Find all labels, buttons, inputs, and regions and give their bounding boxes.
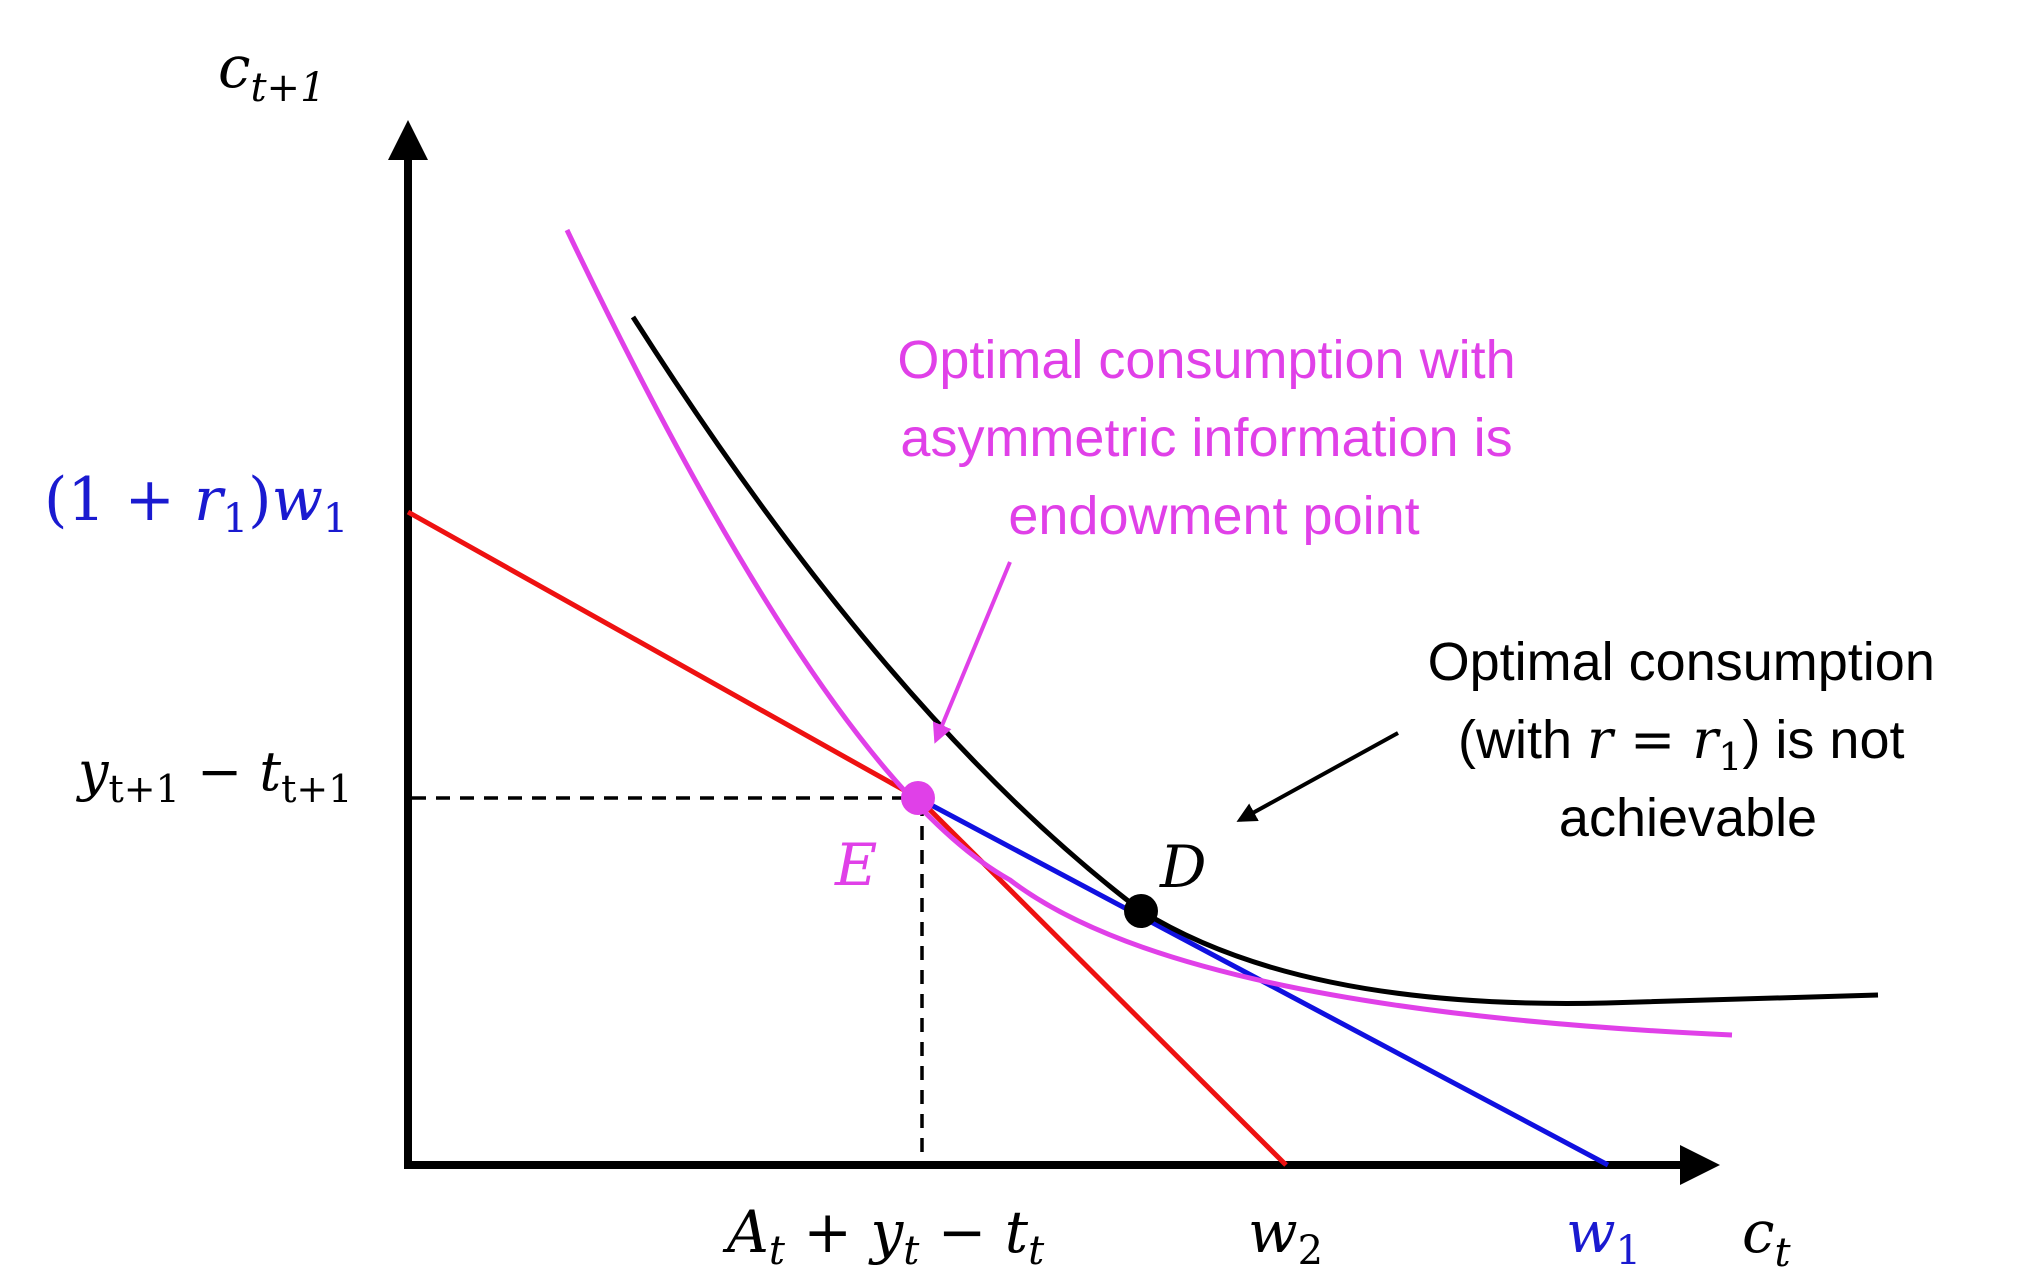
x-axis-label: ct [1742, 1198, 1791, 1276]
x-endowment-label: At + yt − tt [722, 1198, 1045, 1274]
asym-annotation: Optimal consumption with asymmetric info… [897, 330, 1530, 546]
optimal-point-D [1124, 894, 1158, 928]
point-D-label: D [1159, 833, 1207, 901]
point-E-label: E [834, 831, 877, 899]
not-achievable-annotation-arrow [1236, 731, 1399, 822]
x-w2-label: w2 [1248, 1198, 1323, 1274]
asymmetric-annotation-arrow [932, 561, 1012, 744]
y-endowment-label: yt+1 − tt+1 [76, 740, 352, 811]
magenta-indifference-curve [564, 228, 1733, 1038]
not-achievable-annotation: Optimal consumption (with r = r1) is not… [1428, 632, 1949, 848]
x-w1-label: w1 [1566, 1198, 1641, 1274]
y-intercept-label: (1 + r1)w1 [44, 465, 348, 542]
endowment-point-E [901, 781, 935, 815]
black-indifference-curve [630, 315, 1879, 1006]
y-axis-label: ct+1 [218, 33, 326, 111]
red-budget-constraint [406, 509, 920, 801]
